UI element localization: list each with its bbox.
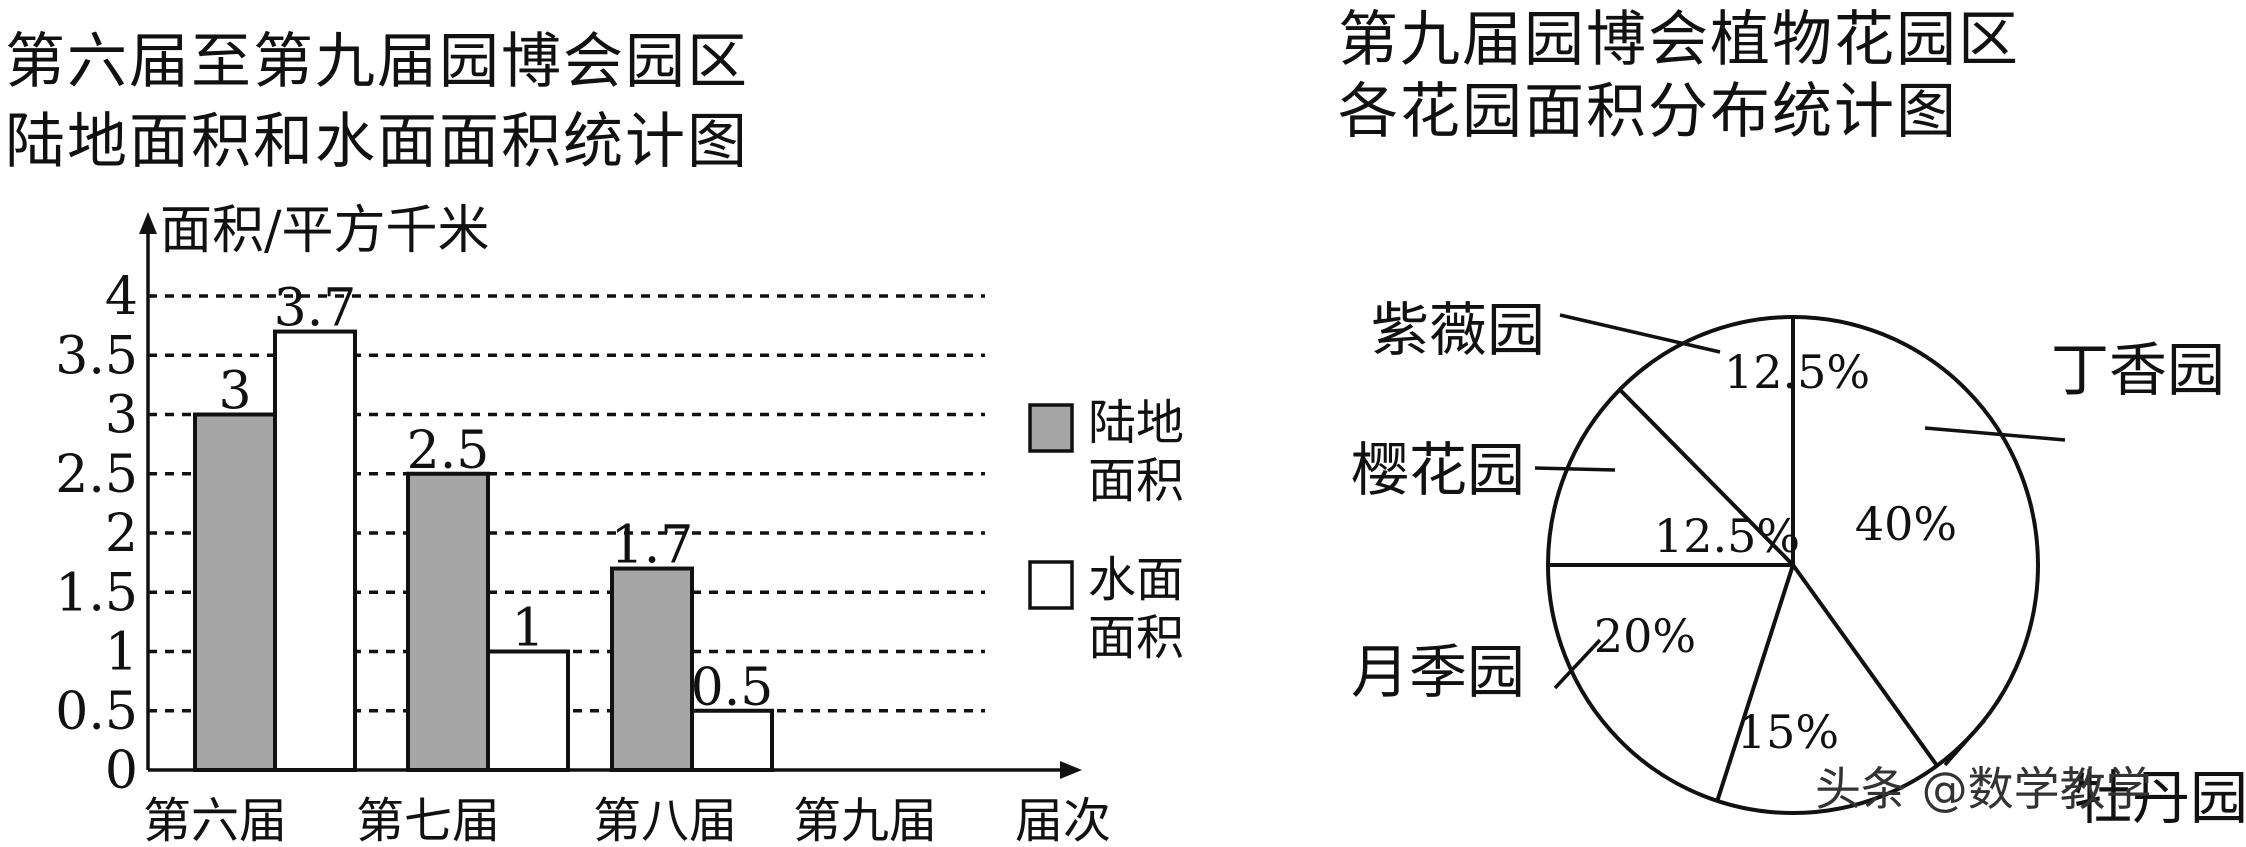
pie-chart-title-line-2: 各花园面积分布统计图 <box>1338 77 1958 147</box>
legend-label: 面积 <box>1088 453 1184 509</box>
watermark: 头条 @数学教学 <box>1815 762 2152 816</box>
leader-line <box>1924 426 2066 442</box>
bar-chart-title-line-2: 陆地面积和水面面积统计图 <box>5 107 749 177</box>
bar <box>273 329 357 772</box>
pie-slice-percent: 20% <box>1594 609 1696 663</box>
bar <box>406 471 490 772</box>
pie-slice-boundary <box>1618 388 1795 567</box>
x-tick-label: 第八届 <box>593 793 737 847</box>
axes: 00.511.522.533.54第六届第七届第八届第九届 <box>55 212 1082 847</box>
pie-chart: 40% 丁香园 15% 牡丹园 20% 月季园 12.5% 樱花园 12.5% 紫薇园 <box>1351 296 2246 832</box>
y-tick-label: 1 <box>105 623 138 683</box>
y-tick-label: 3.5 <box>55 326 138 386</box>
pie-slice-name: 紫薇园 <box>1371 296 1545 364</box>
legend-swatch <box>1028 560 1074 610</box>
leader-line <box>1553 638 1602 690</box>
legend-label: 面积 <box>1088 610 1184 666</box>
y-tick-label: 4 <box>105 267 138 327</box>
y-axis-arrow <box>139 212 157 234</box>
bar-chart-title-line-1: 第六届至第九届园博会园区 <box>5 27 749 97</box>
y-tick-label: 2 <box>105 504 138 564</box>
y-axis-label: 面积/平方千米 <box>160 201 490 261</box>
data-label: 1.7 <box>611 516 694 576</box>
legend-label: 陆地 <box>1088 395 1184 451</box>
y-tick-label: 1.5 <box>55 563 138 623</box>
pie-slice-name: 牡丹园 <box>2074 764 2246 832</box>
leader-line <box>1534 466 1616 472</box>
pie-slice-percent: 15% <box>1737 705 1839 759</box>
bar-marks: 3 2.5 1.7 3.7 1 0.5 <box>193 279 774 772</box>
leader-line <box>1559 313 1721 354</box>
x-tick-label: 第九届 <box>793 793 937 847</box>
bar <box>690 708 774 772</box>
bar <box>610 566 694 772</box>
data-label: 3 <box>218 362 251 422</box>
leader-line <box>1943 718 1987 767</box>
x-tick-label: 第七届 <box>356 793 500 847</box>
pie-slice-name: 月季园 <box>1351 638 1525 706</box>
data-label: 3.7 <box>274 279 357 339</box>
pie-slice-boundary <box>1715 564 1795 802</box>
x-tick-label: 第六届 <box>143 793 287 847</box>
y-tick-label: 2.5 <box>55 445 138 505</box>
data-label: 0.5 <box>691 658 774 718</box>
pie-slice-name: 樱花园 <box>1351 436 1525 504</box>
pie-slice-percent: 12.5% <box>1654 509 1800 563</box>
data-label: 1 <box>511 599 544 659</box>
legend-swatch <box>1028 403 1074 453</box>
legend-label: 水面 <box>1088 552 1184 608</box>
y-tick-label: 3 <box>105 386 138 446</box>
x-axis-arrow <box>1060 761 1082 779</box>
pie-slice-name: 丁香园 <box>2051 336 2225 404</box>
pie-slice-boundary <box>1791 563 1939 767</box>
pie-slice-percent: 40% <box>1855 497 1957 551</box>
pie-slice-percent: 12.5% <box>1724 345 1870 399</box>
pie-chart-title-line-1: 第九届园博会植物花园区 <box>1338 5 2020 75</box>
bar <box>486 649 570 772</box>
y-tick-label: 0 <box>105 741 138 801</box>
y-tick-label: 0.5 <box>55 682 138 742</box>
x-axis-label: 届次 <box>1015 793 1111 847</box>
data-label: 2.5 <box>407 421 490 481</box>
bar <box>193 412 277 772</box>
